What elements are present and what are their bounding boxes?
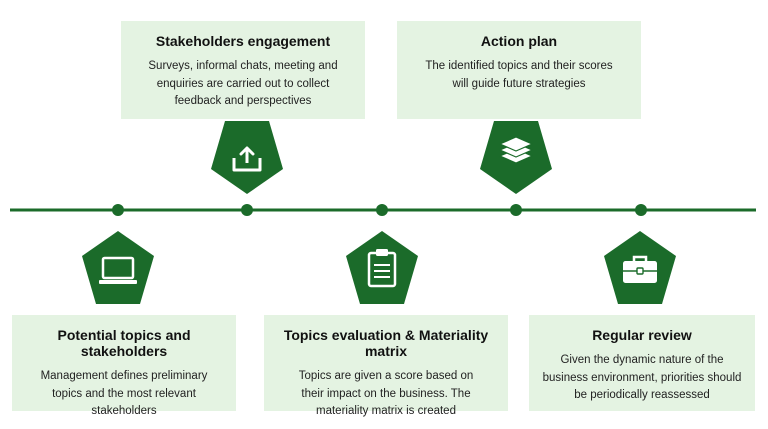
- briefcase-icon: [623, 255, 657, 283]
- timeline-dot-1: [112, 204, 124, 216]
- pentagon-stakeholders-engagement: [207, 117, 287, 197]
- layers-icon: [498, 136, 534, 164]
- pentagon-potential-topics: [78, 228, 158, 308]
- card-title: Regular review: [592, 327, 692, 343]
- pentagon-action-plan: [476, 117, 556, 197]
- card-description: Topics are given a score based on their …: [298, 370, 474, 417]
- card-stakeholders-engagement: Stakeholders engagement Surveys, informa…: [121, 21, 365, 119]
- card-topics-evaluation: Topics evaluation & Materiality matrix T…: [264, 315, 508, 417]
- card-title: Potential topics and stakeholders: [57, 327, 191, 359]
- timeline-dot-3: [376, 204, 388, 216]
- card-description: Given the dynamic nature of the business…: [542, 354, 742, 401]
- card-description: Surveys, informal chats, meeting and enq…: [148, 60, 338, 107]
- laptop-icon: [99, 256, 137, 284]
- clipboard-icon: [367, 249, 397, 288]
- card-description: The identified topics and their scores w…: [425, 60, 613, 90]
- card-title: Topics evaluation & Materiality matrix: [283, 327, 489, 359]
- timeline-dot-2: [241, 204, 253, 216]
- timeline-dot-5: [635, 204, 647, 216]
- pentagon-regular-review: [600, 228, 680, 308]
- card-regular-review: Regular review Given the dynamic nature …: [529, 315, 755, 411]
- card-title: Stakeholders engagement: [155, 33, 331, 49]
- pentagon-topics-evaluation: [342, 228, 422, 308]
- timeline-dot-4: [510, 204, 522, 216]
- card-action-plan: Action plan The identified topics and th…: [397, 21, 641, 119]
- card-potential-topics: Potential topics and stakeholders Manage…: [12, 315, 236, 417]
- card-description: Management defines preliminary topics an…: [40, 370, 208, 417]
- card-title: Action plan: [480, 33, 558, 49]
- upload-tray-icon: [232, 146, 262, 172]
